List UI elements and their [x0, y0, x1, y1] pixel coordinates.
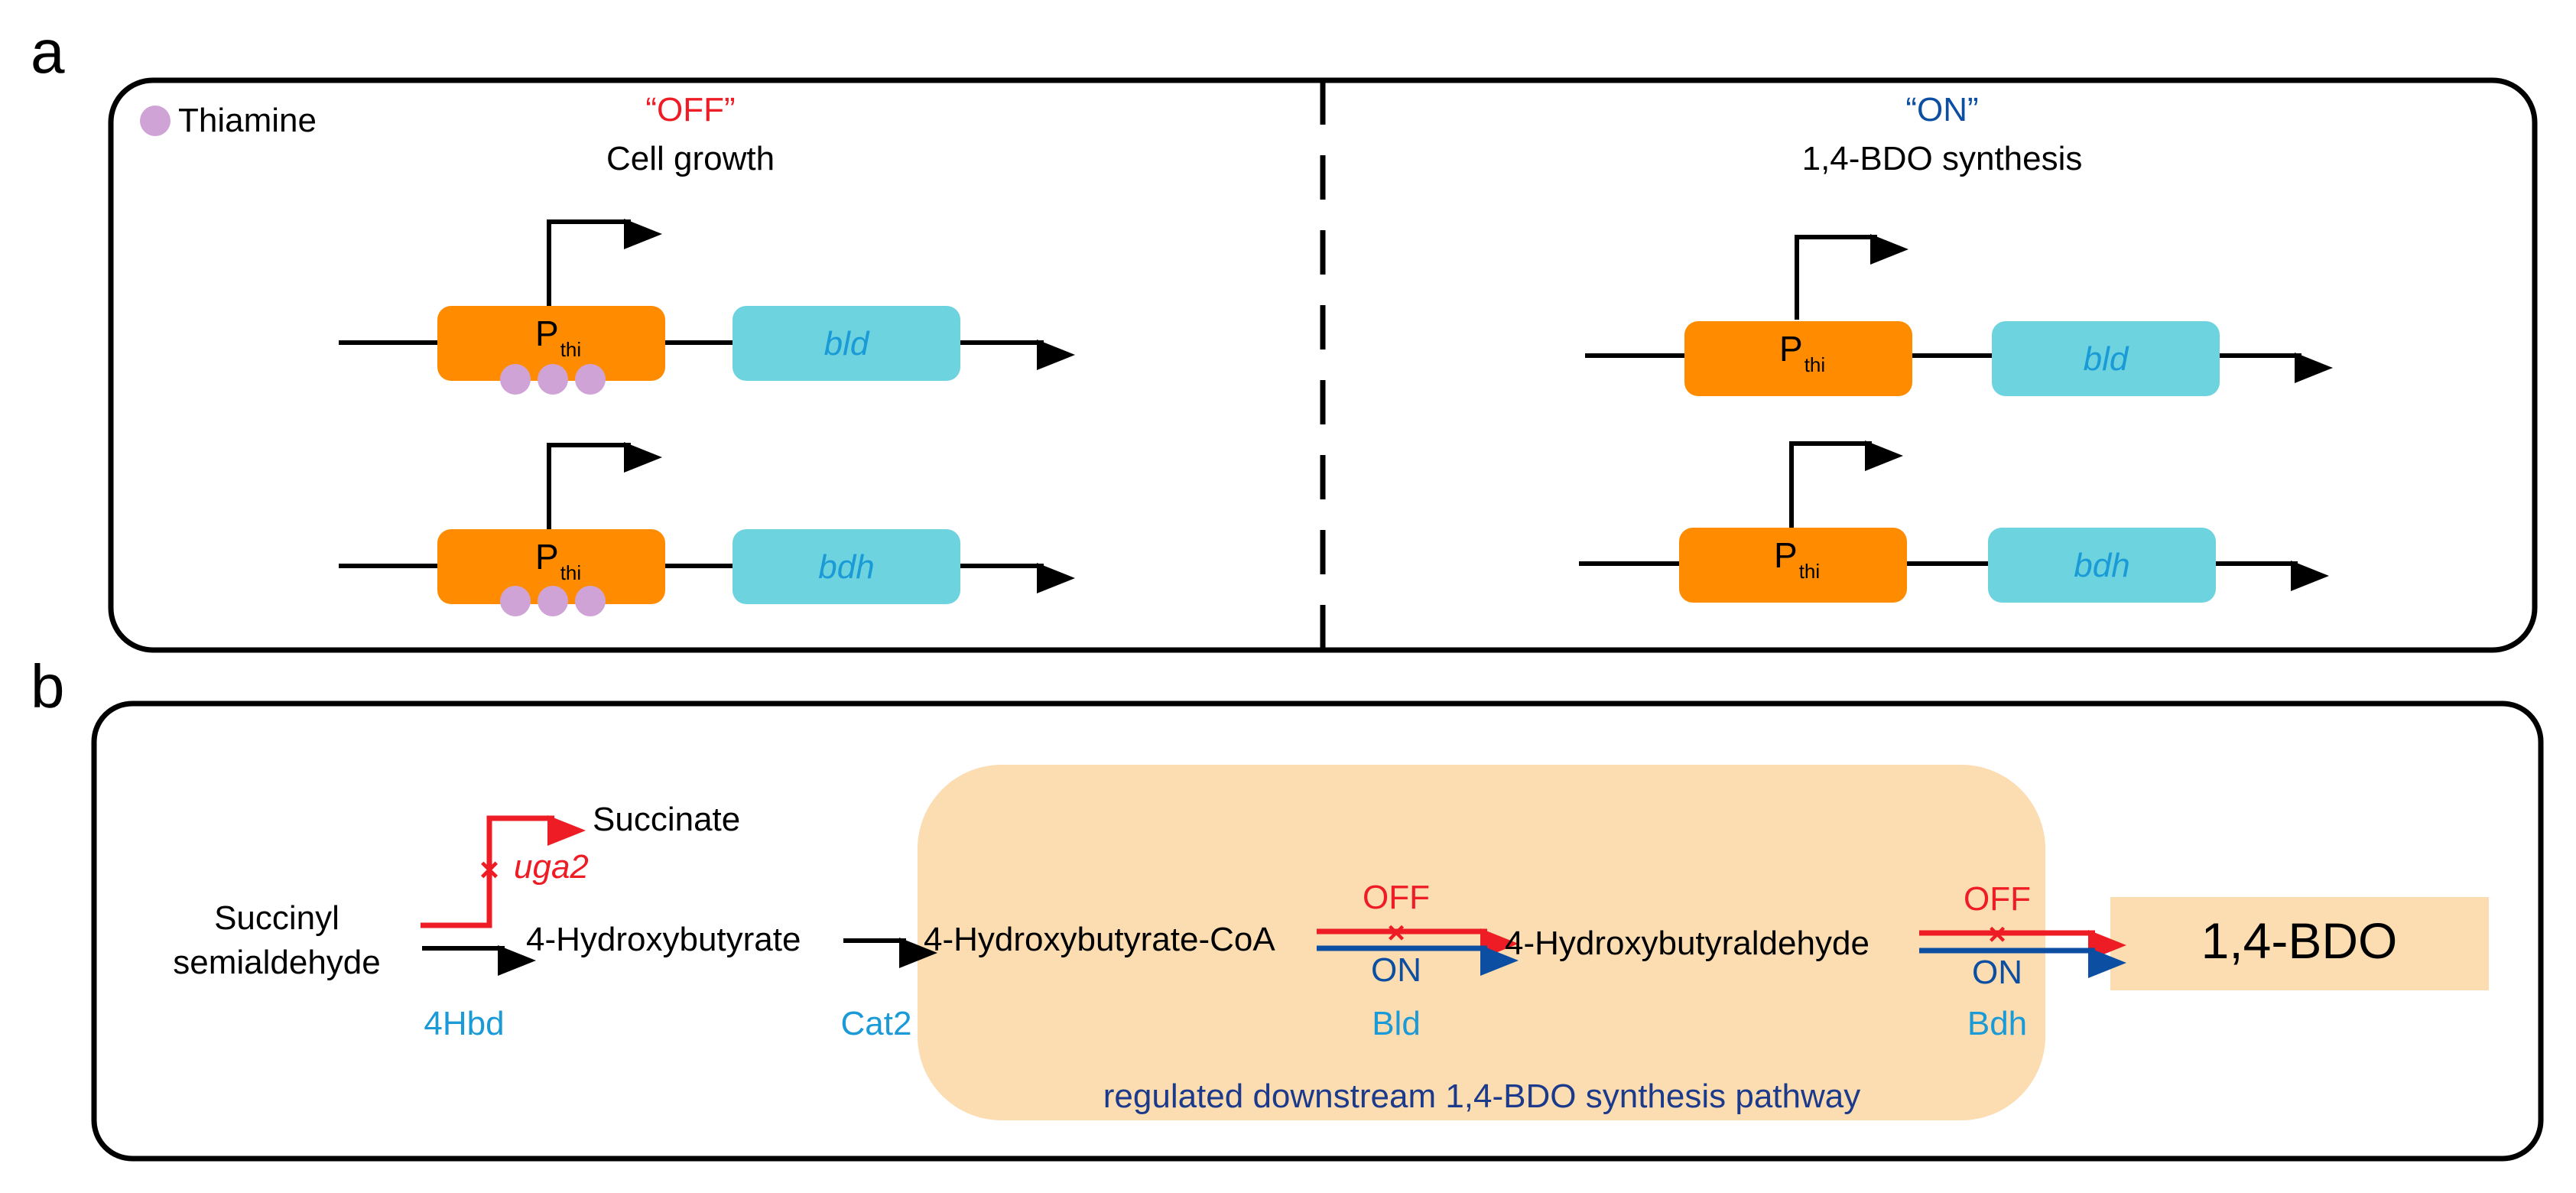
succinyl-semialdehyde-line2: semialdehyde	[173, 944, 381, 981]
thiamine-bound	[500, 364, 531, 395]
uga2-gene-label: uga2	[514, 848, 589, 886]
thiamine-bound	[500, 586, 531, 616]
regulated-region-label: regulated downstream 1,4-BDO synthesis p…	[1103, 1078, 1861, 1115]
on-construct-bld: Pthi bld	[1585, 234, 2333, 396]
promoter-box	[1684, 321, 1912, 396]
promoter-label: Pthi	[535, 537, 581, 584]
transcription-start-arrow	[547, 219, 662, 306]
enzyme-bdh: Bdh	[1967, 1005, 2027, 1042]
gene-label-bdh: bdh	[2074, 547, 2129, 584]
on-state-label: “ON”	[1905, 91, 1978, 128]
thiamine-legend-dot	[140, 106, 171, 136]
enzyme-bld: Bld	[1372, 1005, 1421, 1042]
gene-box-bdh	[1988, 528, 2216, 603]
transcription-start-arrow	[1789, 440, 1903, 528]
product-box	[2110, 897, 2489, 990]
bdh-off-knockout-mark: ×	[1988, 918, 2006, 951]
promoter-box	[437, 306, 665, 381]
bld-off-knockout-mark: ×	[1387, 916, 1405, 950]
gene-box-bld	[1992, 321, 2220, 396]
off-caption: Cell growth	[606, 140, 775, 177]
promoter-label: Pthi	[535, 314, 581, 361]
enzyme-cat2: Cat2	[841, 1005, 912, 1042]
succinyl-semialdehyde-line1: Succinyl	[214, 899, 339, 937]
promoter-box	[437, 529, 665, 604]
gene-label-bld: bld	[2084, 340, 2129, 378]
thiamine-bound	[575, 364, 606, 395]
transcription-start-arrow	[1795, 234, 1908, 320]
product-label: 1,4-BDO	[2201, 912, 2398, 969]
bld-on-label: ON	[1371, 951, 1421, 989]
promoter-label: Pthi	[1779, 329, 1825, 376]
bdh-on-label: ON	[1972, 954, 2022, 991]
panel-a-letter: a	[31, 18, 65, 86]
bdh-off-label: OFF	[1964, 880, 2031, 918]
promoter-label: Pthi	[1774, 535, 1820, 583]
enzyme-4hbd: 4Hbd	[424, 1005, 504, 1042]
uga2-branch-arrow	[421, 815, 586, 928]
gene-box-bdh	[733, 529, 960, 604]
hydroxybutyraldehyde-label: 4-Hydroxybutyraldehyde	[1505, 925, 1869, 962]
transcription-start-arrow	[547, 442, 662, 529]
bld-off-label: OFF	[1363, 879, 1430, 916]
on-construct-bdh: Pthi bdh	[1579, 440, 2329, 603]
off-construct-bld: Pthi bld	[339, 219, 1075, 395]
gene-label-bld: bld	[824, 325, 870, 362]
thiamine-bound	[575, 586, 606, 616]
gene-box-bld	[733, 306, 960, 381]
off-construct-bdh: Pthi bdh	[339, 442, 1075, 616]
panel-b-letter: b	[31, 652, 65, 720]
promoter-box	[1679, 528, 1907, 603]
hydroxybutyrate-coa-label: 4-Hydroxybutyrate-CoA	[924, 921, 1275, 958]
succinate-label: Succinate	[593, 801, 740, 838]
panel-b-frame	[91, 701, 2544, 1162]
thiamine-bound	[538, 364, 568, 395]
thiamine-legend-label: Thiamine	[178, 102, 317, 139]
on-caption: 1,4-BDO synthesis	[1802, 140, 2083, 177]
uga2-knockout-mark: ×	[479, 851, 499, 889]
gene-label-bdh: bdh	[818, 548, 874, 586]
thiamine-bound	[538, 586, 568, 616]
off-state-label: “OFF”	[645, 91, 735, 128]
hydroxybutyrate-label: 4-Hydroxybutyrate	[526, 921, 801, 958]
